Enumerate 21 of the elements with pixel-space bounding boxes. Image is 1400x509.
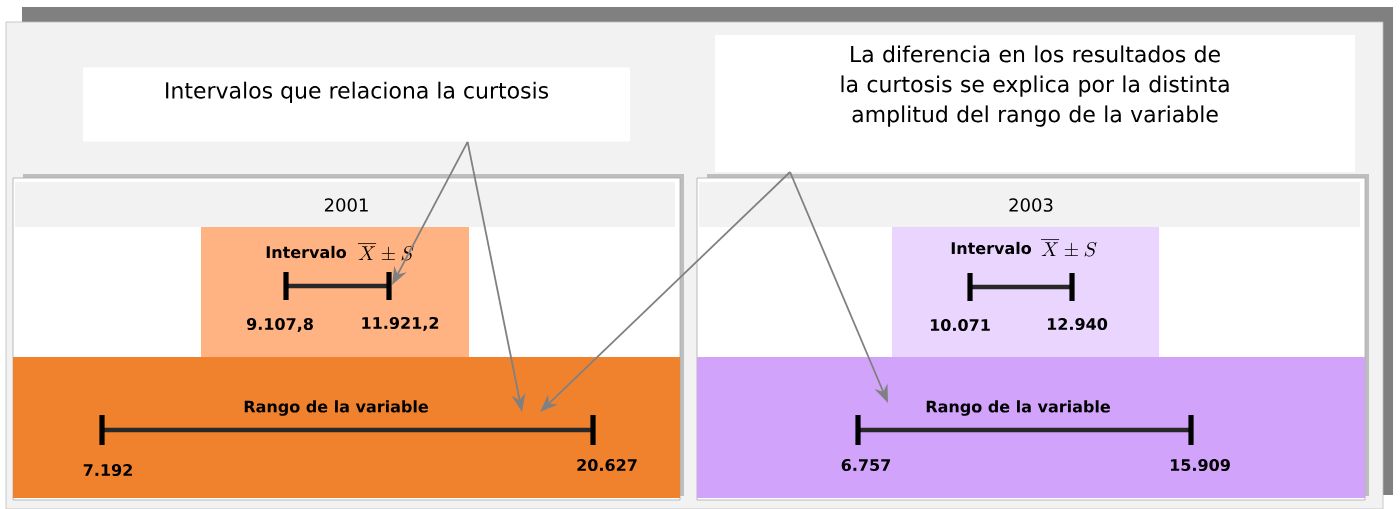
value-label: 7.192: [83, 463, 132, 477]
interval-label: Intervalo: [951, 241, 1032, 255]
value-label: 6.757: [841, 458, 891, 472]
callout-box: La diferencia en los resultados de la curtosis se explica por la distinta amplitud del rango de la variable: [715, 35, 1355, 172]
value-label: 10.071: [930, 318, 990, 332]
callout-box: Intervalos que relaciona la curtosis: [83, 67, 630, 142]
interval-label: Intervalo: [266, 245, 347, 259]
value-label: 12.940: [1047, 317, 1108, 331]
range-band: [697, 357, 1365, 498]
arrow: [540, 171, 791, 412]
interval-formula: $\overline{X} \pm S$: [1041, 239, 1097, 257]
range-band: [13, 357, 680, 498]
value-label: 20.627: [577, 458, 637, 472]
value-label: 9.107,8: [246, 317, 313, 333]
range-label: Rango de la variable: [244, 400, 428, 416]
interval-box: [892, 227, 1159, 357]
interval-formula: $\overline{X} \pm S$: [358, 243, 414, 261]
range-label: Rango de la variable: [926, 400, 1110, 416]
value-label: 11.921,2: [362, 316, 439, 332]
interval-box: [201, 227, 469, 357]
value-label: 15.909: [1170, 458, 1230, 472]
